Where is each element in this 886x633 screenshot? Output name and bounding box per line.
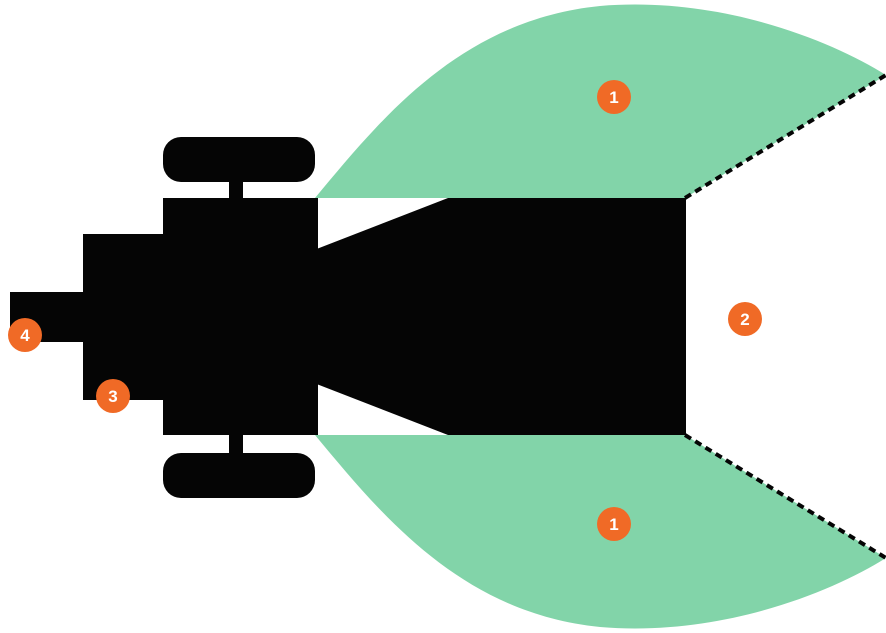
marker-label: 4 <box>20 326 30 345</box>
marker-label: 1 <box>609 515 618 534</box>
marker-top-wing: 1 <box>597 80 631 114</box>
marker-body: 3 <box>96 379 130 413</box>
marker-circle <box>597 80 631 114</box>
boundary-line-bottom <box>683 433 886 560</box>
marker-circle <box>728 302 762 336</box>
marker-circle <box>597 507 631 541</box>
marker-rear: 4 <box>8 318 42 352</box>
marker-circle <box>96 379 130 413</box>
marker-label: 2 <box>740 310 749 329</box>
marker-bottom-wing: 1 <box>597 507 631 541</box>
boundary-line-top <box>683 73 886 200</box>
axle-bottom <box>229 432 243 456</box>
axle-top <box>229 178 243 202</box>
wheel-top <box>163 137 315 182</box>
rear-body <box>83 234 168 400</box>
vehicle-silhouette <box>10 137 686 498</box>
marker-circle <box>8 318 42 352</box>
cab <box>163 198 318 435</box>
front-hood <box>314 198 686 435</box>
wheel-bottom <box>163 453 315 498</box>
marker-front-gap: 2 <box>728 302 762 336</box>
marker-label: 3 <box>108 387 117 406</box>
marker-label: 1 <box>609 88 618 107</box>
